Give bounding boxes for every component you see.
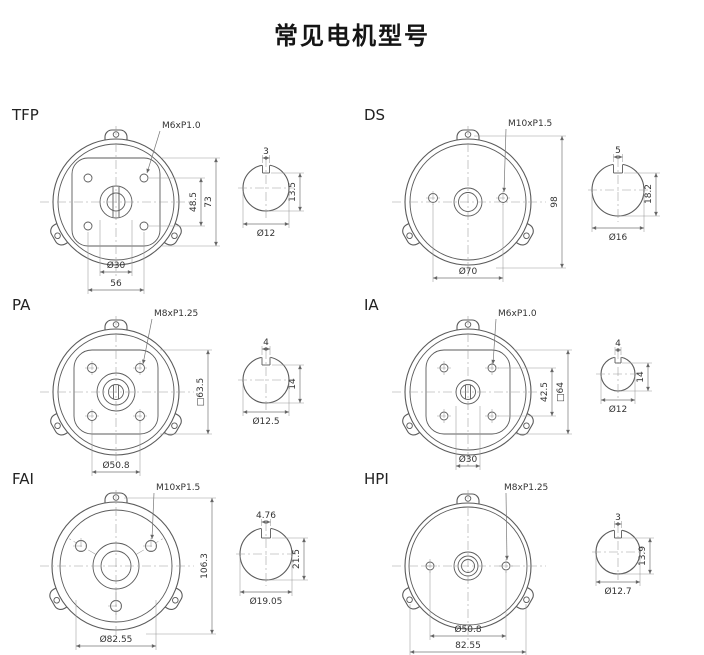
dim-label-v1: 98 [550,196,560,208]
flange-view [40,126,194,278]
flange-dimensions: M8xP1.25 Ø50.8 82.55 [409,483,548,655]
shaft-dimensions: 5 18.2 Ø16 [591,146,660,243]
dim-label-key-width: 4.76 [256,511,276,521]
motor-model-label: FAI [12,470,34,488]
dim-label-v2: □64 [556,382,566,402]
shaft-section-view [588,158,648,222]
dim-label-v1: 106.3 [200,553,210,579]
motor-model-label: DS [364,106,386,124]
motor-model-label: IA [364,296,379,314]
shaft-dimensions: 3 13.5 Ø12 [242,147,304,239]
dim-label-shaft-diameter: Ø19.05 [250,596,283,607]
motor-drawing-ds: M10xP1.5 98 Ø70 5 18.2 Ø16 [392,119,660,282]
motor-panel-pa: PA M8xP1.25 □63.5 Ø50.8 4 1 [4,294,352,484]
dim-label-key-height: 18.2 [644,184,654,204]
dim-label-key-height: 13.9 [638,546,648,566]
dim-label-key-height: 21.5 [292,549,302,569]
thread-spec-label: M8xP1.25 [504,483,548,493]
motor-drawing-ia: M6xP1.0 42.5 □64 Ø30 4 14 Ø12 [392,309,652,470]
motor-panel-hpi: HPI M8xP1.25 Ø50.8 82.55 3 13.9 Ø12. [356,468,704,655]
motor-drawing-tfp: M6xP1.0 48.5 73 Ø30 56 3 13.5 Ø12 [40,121,304,294]
dim-label-h1: Ø50.8 [102,460,129,471]
shaft-dimensions: 4.76 21.5 Ø19.05 [239,511,308,607]
thread-spec-label: M10xP1.5 [156,483,200,493]
flange-dimensions: M10xP1.5 106.3 Ø82.55 [75,483,216,650]
dim-label-v1: 42.5 [540,382,550,402]
dim-label-shaft-diameter: Ø12.5 [252,416,279,427]
motor-model-label: HPI [364,470,389,488]
flange-dimensions: M6xP1.0 42.5 □64 Ø30 [455,309,572,470]
dim-label-h2: 82.55 [455,641,481,651]
thread-spec-label: M6xP1.0 [498,309,537,319]
dim-label-key-height: 13.5 [288,182,298,202]
dim-label-key-width: 3 [263,147,269,157]
dim-label-h1: Ø82.55 [100,634,133,645]
motor-panel-fai: FAI M10xP1.5 106.3 Ø82.55 4.76 21.5 [4,468,352,655]
dim-label-v2: 73 [204,196,214,207]
thread-spec-label: M6xP1.0 [162,121,201,131]
dim-label-v1: 48.5 [189,192,199,212]
dim-label-key-width: 3 [615,513,621,523]
dim-label-h1: Ø50.8 [454,624,481,635]
shaft-section-view [238,350,294,410]
flange-dimensions: M8xP1.25 □63.5 Ø50.8 [91,309,212,476]
dim-label-key-width: 4 [263,338,269,348]
thread-spec-label: M8xP1.25 [154,309,198,319]
dim-label-shaft-diameter: Ø12 [257,228,276,239]
flange-view [392,316,546,468]
dim-label-h1: Ø30 [107,260,126,271]
dim-label-shaft-diameter: Ø12 [609,404,628,415]
shaft-section-view [236,522,296,586]
dim-label-h1: Ø70 [459,266,478,277]
dim-label-shaft-diameter: Ø12.7 [604,586,631,597]
flange-view [392,490,546,642]
dim-label-h2: 56 [110,279,122,289]
dim-label-key-width: 4 [615,339,621,349]
page-title: 常见电机型号 [274,22,430,50]
dim-label-key-width: 5 [615,146,621,156]
flange-dimensions: M6xP1.0 48.5 73 Ø30 56 [87,121,220,294]
thread-spec-label: M10xP1.5 [508,119,552,129]
flange-view [40,316,194,468]
shaft-section-view [592,524,644,580]
dim-label-shaft-diameter: Ø16 [609,232,628,243]
shaft-section-view [238,158,294,218]
shaft-section-view [596,350,640,398]
flange-view [392,126,546,278]
shaft-dimensions: 3 13.9 Ø12.7 [595,513,654,597]
dim-label-key-height: 14 [636,371,646,383]
flange-view [40,490,194,642]
dim-label-h1: Ø30 [459,454,478,465]
shaft-dimensions: 4 14 Ø12.5 [242,338,304,427]
motor-drawing-pa: M8xP1.25 □63.5 Ø50.8 4 14 Ø12.5 [40,309,304,476]
dim-label-key-height: 14 [288,378,298,390]
motor-model-label: PA [12,296,31,314]
motor-drawing-fai: M10xP1.5 106.3 Ø82.55 4.76 21.5 Ø19.05 [40,483,308,650]
motor-panel-tfp: TFP M6xP1.0 48.5 73 Ø30 56 3 [4,104,352,294]
shaft-dimensions: 4 14 Ø12 [600,339,652,415]
motor-panel-ia: IA M6xP1.0 42.5 □64 Ø30 4 [356,294,704,484]
motor-model-label: TFP [12,106,39,124]
dim-label-v1: □63.5 [196,378,206,407]
motor-drawing-hpi: M8xP1.25 Ø50.8 82.55 3 13.9 Ø12.7 [392,483,654,655]
motor-panel-ds: DS M10xP1.5 98 Ø70 5 18.2 Ø16 [356,104,704,294]
flange-dimensions: M10xP1.5 98 Ø70 [432,119,566,282]
